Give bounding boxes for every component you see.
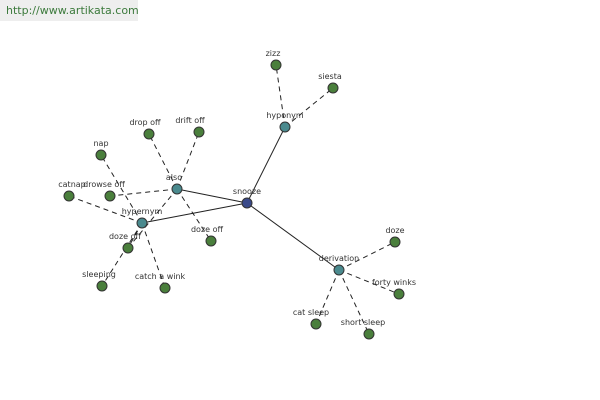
node-label-doze: doze (385, 226, 404, 235)
node-label-short-sleep: short sleep (341, 318, 385, 327)
node-sleeping[interactable] (96, 280, 108, 292)
node-doze-off-2[interactable] (205, 235, 217, 247)
edge-hypernym-catch-a-wink (141, 222, 166, 289)
node-label-sleeping: sleeping (82, 270, 116, 279)
node-hyponym[interactable] (279, 121, 291, 133)
labels-layer: snooze hyponym also hypernym derivation zizz s… (58, 49, 416, 327)
node-label-derivation: derivation (319, 254, 359, 263)
node-label-siesta: siesta (318, 72, 342, 81)
node-hypernym[interactable] (136, 217, 148, 229)
edge-snooze-hypernym (141, 202, 248, 224)
edges-layer (68, 64, 400, 335)
node-siesta[interactable] (327, 82, 339, 94)
node-label-snooze: snooze (233, 187, 261, 196)
edge-also-drowse-off (109, 188, 178, 197)
edge-hyponym-siesta (284, 87, 334, 128)
node-cat-sleep[interactable] (310, 318, 322, 330)
edge-hyponym-zizz (275, 64, 286, 128)
node-label-catnap: catnap (58, 180, 86, 189)
edge-hypernym-catnap (68, 195, 143, 224)
node-label-drift-off: drift off (175, 116, 205, 125)
node-drowse-off[interactable] (104, 190, 116, 202)
node-forty-winks[interactable] (393, 288, 405, 300)
node-derivation[interactable] (333, 264, 345, 276)
node-label-doze-off-1: doze off (109, 232, 142, 241)
header-url-link[interactable]: http://www.artikata.com (6, 4, 139, 17)
node-nap[interactable] (95, 149, 107, 161)
node-label-zizz: zizz (266, 49, 281, 58)
node-label-also: also (166, 173, 182, 182)
node-label-catch-a-wink: catch a wink (135, 272, 186, 281)
node-label-forty-winks: forty winks (372, 278, 416, 287)
node-zizz[interactable] (270, 59, 282, 71)
node-catnap[interactable] (63, 190, 75, 202)
edge-also-drop-off (148, 133, 178, 190)
node-also[interactable] (171, 183, 183, 195)
edge-hypernym-sleeping (101, 222, 143, 287)
node-label-cat-sleep: cat sleep (293, 308, 329, 317)
edge-snooze-hyponym (246, 126, 286, 204)
edge-also-doze-off-1 (127, 188, 178, 249)
nodes-layer (63, 59, 405, 340)
edge-derivation-cat-sleep (315, 269, 340, 325)
edge-hypernym-nap (100, 154, 143, 224)
node-short-sleep[interactable] (363, 328, 375, 340)
node-drift-off[interactable] (193, 126, 205, 138)
edge-also-doze-off-2 (176, 188, 212, 242)
edge-derivation-short-sleep (338, 269, 370, 335)
edge-snooze-also (176, 188, 248, 204)
header-bar: http://www.artikata.com (0, 0, 139, 21)
node-doze-off-1[interactable] (122, 242, 134, 254)
edge-derivation-doze (338, 241, 396, 271)
node-snooze[interactable] (241, 197, 253, 209)
node-label-nap: nap (93, 139, 108, 148)
node-catch-a-wink[interactable] (159, 282, 171, 294)
node-label-hyponym: hyponym (266, 111, 304, 120)
node-label-drop-off: drop off (129, 118, 161, 127)
edge-snooze-derivation (246, 202, 340, 271)
edge-derivation-forty-winks (338, 269, 400, 295)
node-label-hypernym: hypernym (122, 207, 163, 216)
node-label-drowse-off: drowse off (83, 180, 125, 189)
node-doze[interactable] (389, 236, 401, 248)
edge-also-drift-off (176, 131, 200, 190)
node-drop-off[interactable] (143, 128, 155, 140)
node-label-doze-off-2: doze off (191, 225, 224, 234)
